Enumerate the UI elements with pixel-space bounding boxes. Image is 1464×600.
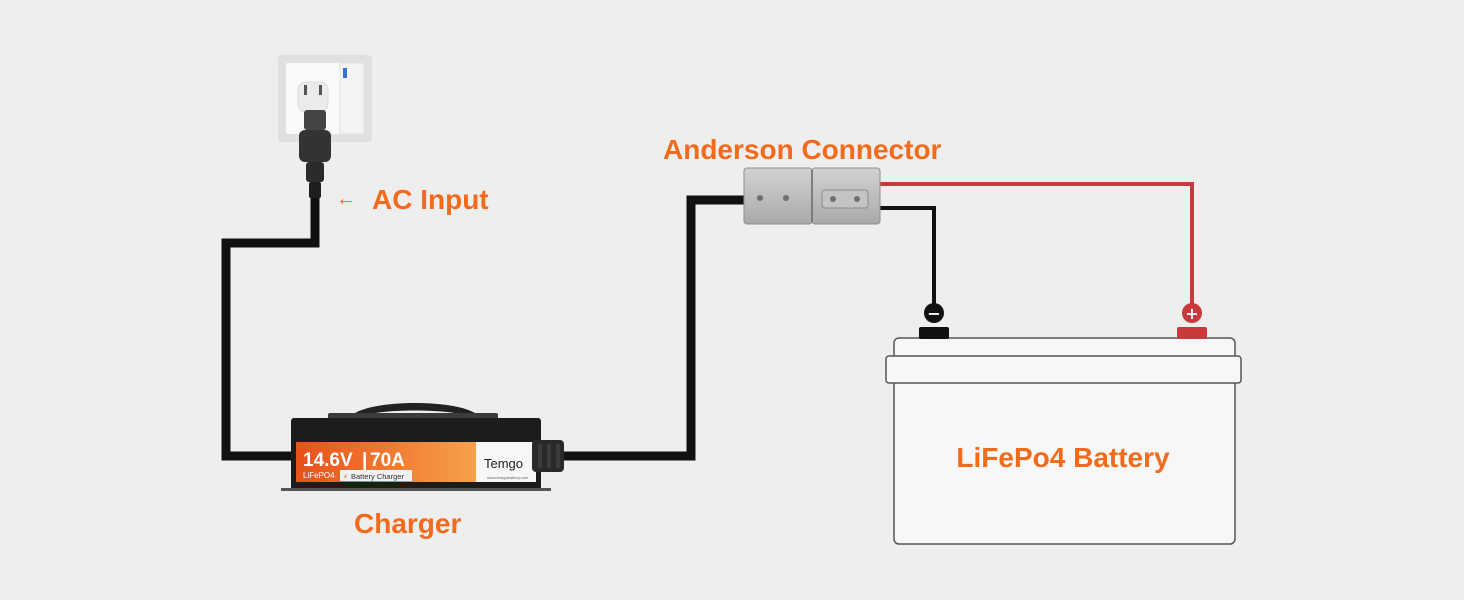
power-plug-icon <box>299 110 331 198</box>
charger-type: Battery Charger <box>351 472 404 481</box>
dc-cable <box>562 195 750 461</box>
charger-rating-separator: | <box>362 450 367 471</box>
negative-wire <box>878 206 936 305</box>
charger-voltage: 14.6V <box>303 450 353 471</box>
battery-icon: − + <box>885 303 1242 545</box>
bolt-icon: ⚡ <box>343 473 348 481</box>
anderson-connector-label: Anderson Connector <box>663 134 942 165</box>
wall-outlet-icon <box>278 55 372 142</box>
charger-brand: Temgo <box>484 456 523 471</box>
ac-input-label: AC Input <box>372 184 489 215</box>
negative-terminal-symbol: − <box>927 304 940 323</box>
charger-icon: 14.6V | 70A LiFePO4 ⚡ Battery Charger Te… <box>281 403 564 491</box>
ac-cable <box>221 195 320 461</box>
anderson-connector-icon <box>743 167 881 225</box>
charger-url: www.temgobattery.com <box>487 475 529 480</box>
battery-label: LiFePo4 Battery <box>956 442 1170 473</box>
charger-label: Charger <box>354 508 461 539</box>
charger-handle <box>350 403 480 418</box>
ac-input-arrow: ← <box>336 188 356 210</box>
positive-terminal-symbol: + <box>1185 304 1198 323</box>
charger-chemistry: LiFePO4 <box>303 471 335 480</box>
charger-current: 70A <box>370 450 405 471</box>
positive-wire <box>878 182 1194 305</box>
